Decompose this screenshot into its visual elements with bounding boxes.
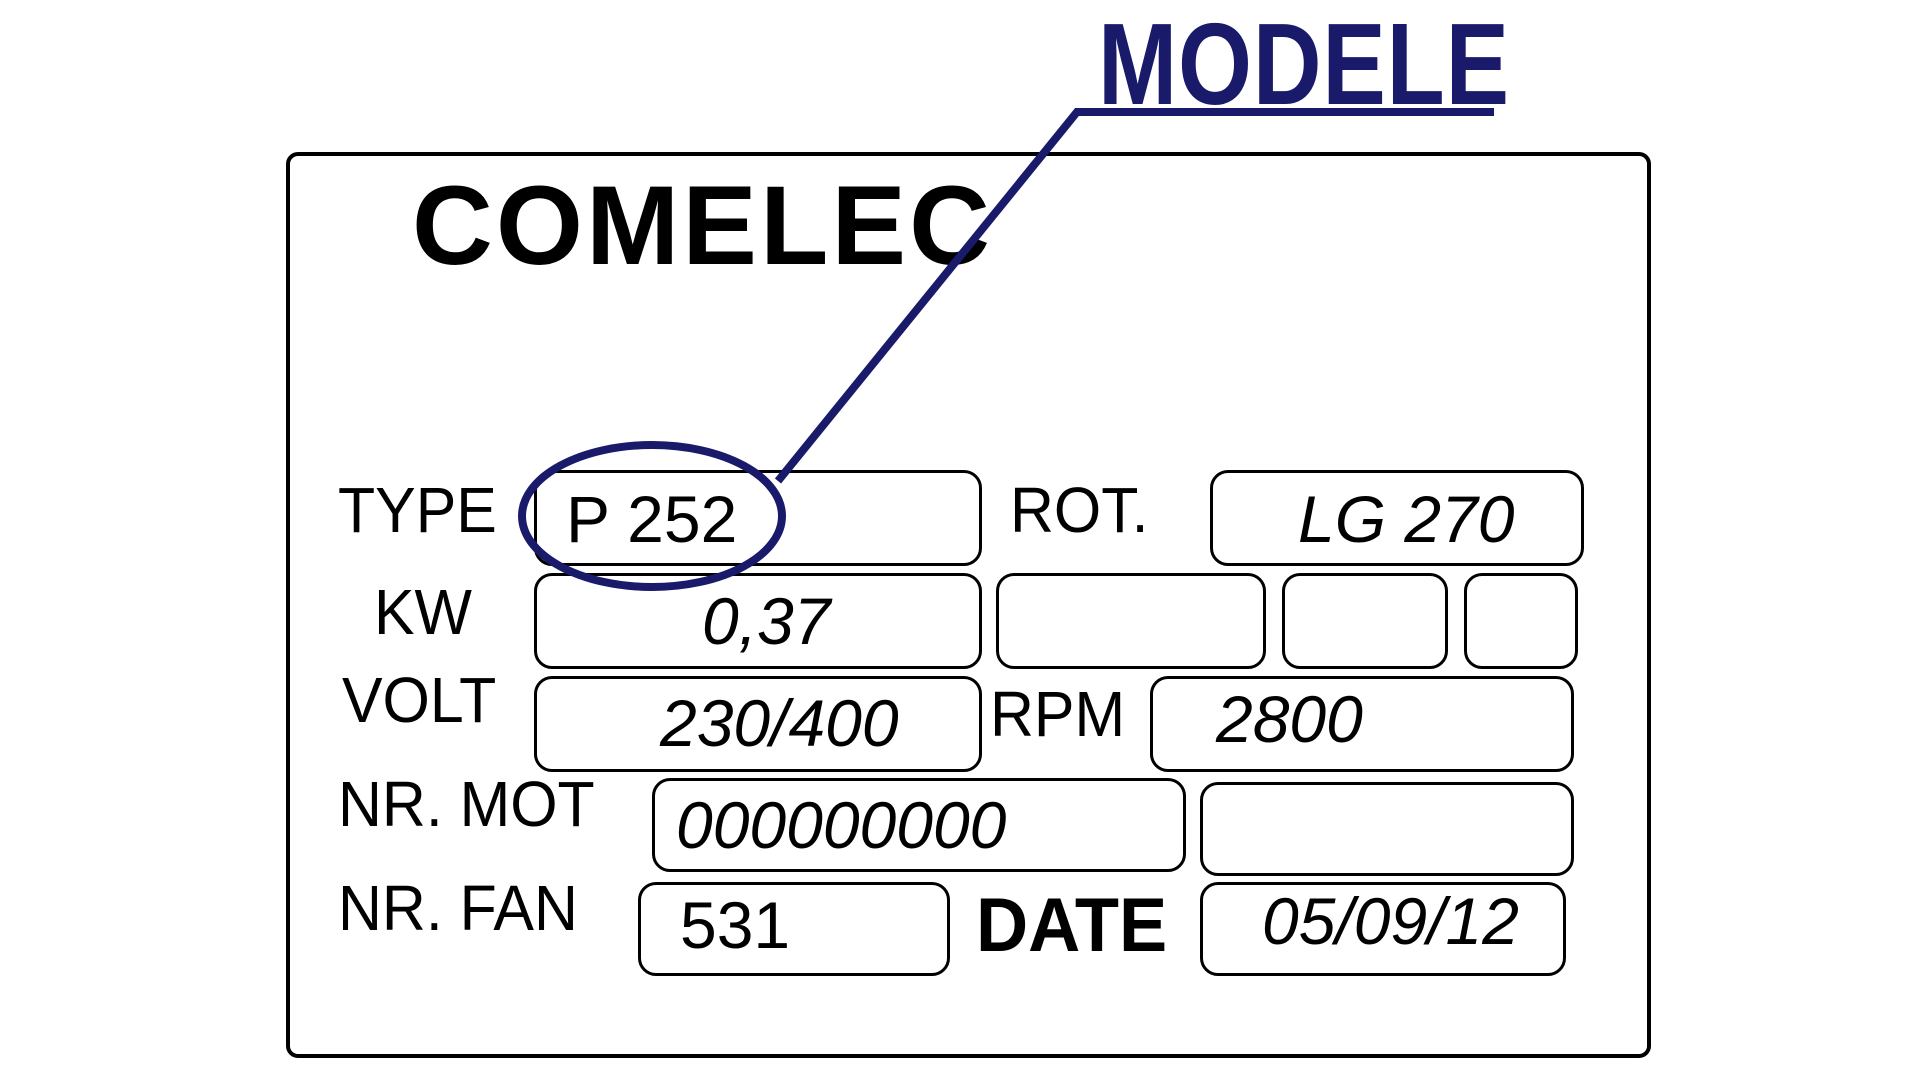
- rot-value: LG 270: [1298, 482, 1515, 556]
- date-field: [1200, 882, 1566, 976]
- callout-label: MODELE: [1098, 0, 1510, 129]
- rot-label: ROT.: [1010, 474, 1149, 546]
- kw-value: 0,37: [702, 584, 831, 658]
- volt-value: 230/400: [660, 686, 899, 760]
- date-label: DATE: [976, 883, 1168, 968]
- nr-fan-field: [638, 882, 950, 976]
- date-value: 05/09/12: [1262, 884, 1519, 958]
- volt-field: [534, 676, 982, 772]
- rpm-label: RPM: [990, 678, 1126, 750]
- blank-field-1: [996, 573, 1266, 669]
- type-value: P 252: [566, 482, 738, 556]
- rpm-value: 2800: [1216, 682, 1363, 756]
- nr-mot-value: 000000000: [676, 788, 1007, 862]
- nr-fan-value: 531: [680, 888, 791, 962]
- blank-field-3: [1464, 573, 1578, 669]
- blank-field-2: [1282, 573, 1448, 669]
- nr-mot-label: NR. MOT: [338, 768, 595, 840]
- kw-label: KW: [374, 576, 472, 648]
- volt-label: VOLT: [342, 664, 497, 736]
- blank-field-4: [1200, 782, 1574, 876]
- type-label: TYPE: [338, 474, 497, 546]
- brand-name: COMELEC: [412, 163, 993, 288]
- rpm-field: [1150, 676, 1574, 772]
- nr-mot-field: [652, 778, 1186, 872]
- nr-fan-label: NR. FAN: [338, 872, 578, 944]
